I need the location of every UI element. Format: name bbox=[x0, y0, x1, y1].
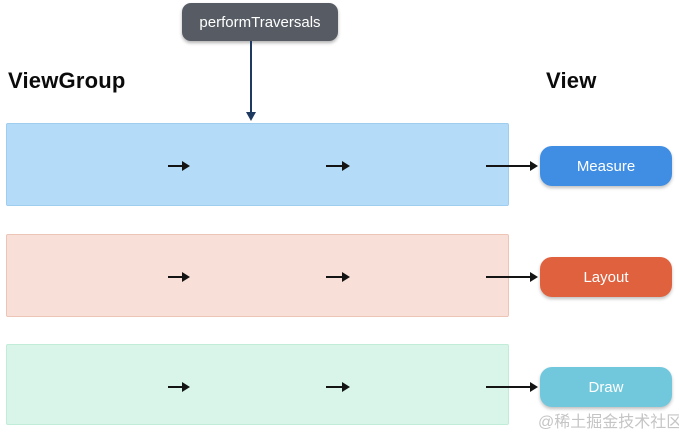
watermark-text: @稀土掘金技术社区 bbox=[538, 414, 679, 431]
down-arrow-icon bbox=[246, 41, 256, 121]
right-arrow-icon bbox=[486, 382, 538, 392]
right-arrow-icon bbox=[326, 272, 350, 282]
measure-lane: performMeasure measure onMeasure bbox=[6, 123, 509, 310]
right-arrow-icon bbox=[326, 382, 350, 392]
draw-result-node: Draw bbox=[540, 367, 672, 407]
view-heading: View bbox=[546, 68, 597, 93]
draw-lane: performDraw draw onDraw bbox=[6, 344, 509, 425]
right-arrow-icon bbox=[168, 382, 190, 392]
layout-result-node: Layout bbox=[540, 257, 672, 297]
viewgroup-heading: ViewGroup bbox=[8, 68, 126, 93]
right-arrow-icon bbox=[486, 161, 538, 171]
measure-result-node: Measure bbox=[540, 146, 672, 186]
perform-traversals-node: performTraversals bbox=[182, 3, 338, 41]
right-arrow-icon bbox=[326, 161, 350, 171]
layout-lane: performLayout layout onLayout bbox=[6, 234, 509, 317]
right-arrow-icon bbox=[168, 161, 190, 171]
right-arrow-icon bbox=[168, 272, 190, 282]
right-arrow-icon bbox=[486, 272, 538, 282]
